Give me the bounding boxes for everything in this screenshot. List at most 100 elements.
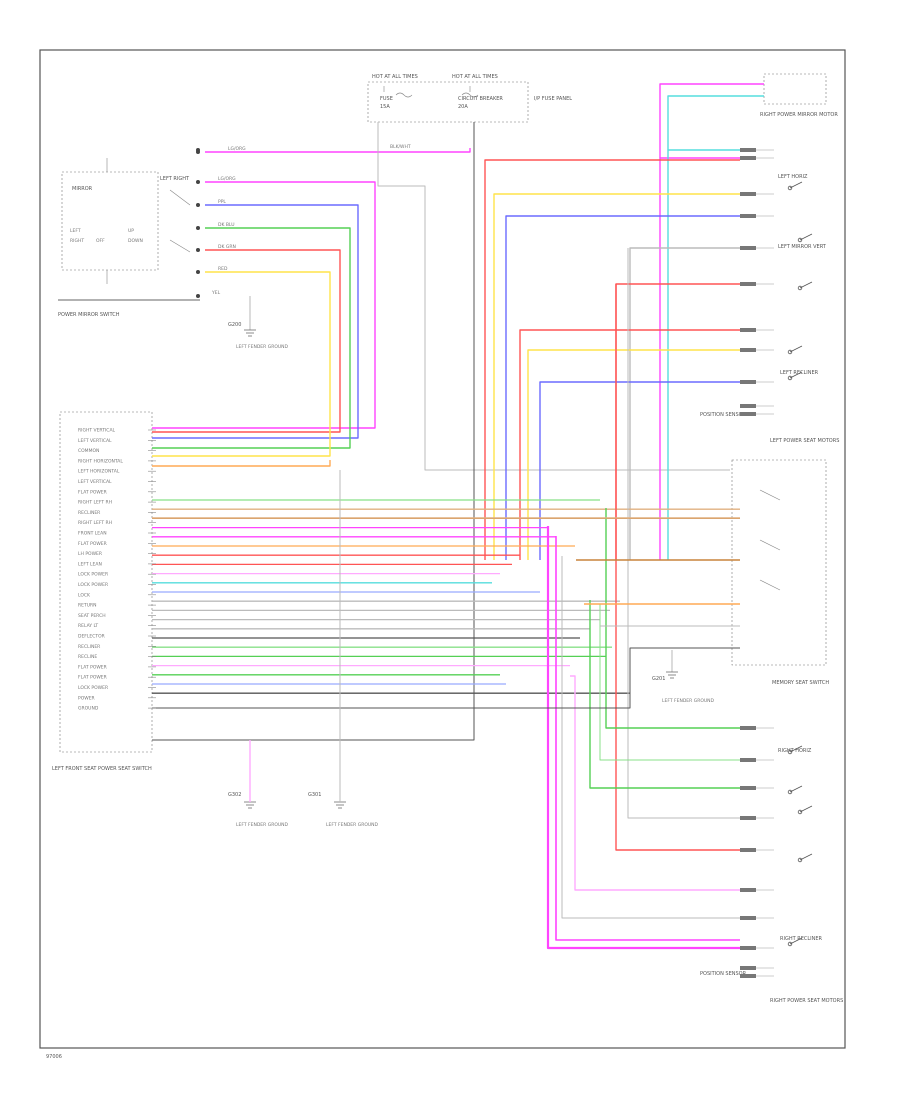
seat-switch-pin-label: LOCK POWER (78, 582, 108, 588)
seat-switch-pin-label: LOCK POWER (78, 685, 108, 691)
terminal-block (740, 946, 756, 950)
left-mirror-vert-label: LEFT MIRROR VERT (778, 244, 827, 250)
harness-wire-label: PPL (218, 199, 226, 205)
mirror-row-left: LEFT (70, 228, 81, 234)
terminal-block (740, 726, 756, 730)
mirror-select-label: LEFT RIGHT (160, 176, 190, 182)
seat-switch-pin-label: RETURN (78, 603, 97, 609)
motor-contact (797, 809, 803, 815)
motor-terminals (740, 148, 813, 978)
hot-label-2: HOT AT ALL TIMES (452, 74, 498, 80)
mirror-row-right: RIGHT (70, 238, 84, 244)
terminal-block (740, 974, 756, 978)
ground-g302-label: G302 (228, 792, 241, 798)
seat-switch-pin-label: FLAT POWER (78, 675, 107, 681)
terminal-block (740, 786, 756, 790)
breaker-label: CIRCUIT BREAKER (458, 96, 503, 102)
ground-g200-label: G200 (228, 322, 241, 328)
terminal-block (740, 888, 756, 892)
mirror-motor-label: RIGHT POWER MIRROR MOTOR (760, 112, 838, 118)
motor-contact-arm (799, 805, 813, 813)
mirror-row-up: UP (128, 228, 134, 234)
terminal-block (740, 404, 756, 408)
wire-yel-2 (527, 349, 740, 560)
harness-wire-label: LG/ORG (228, 146, 246, 152)
fuse-panel: HOT AT ALL TIMES HOT AT ALL TIMES FUSE 1… (367, 74, 572, 123)
terminal-block (740, 848, 756, 852)
wire-cyan-top (667, 149, 740, 560)
wire-red-3 (519, 329, 740, 560)
seat-switch-pin-label: LOCK POWER (78, 572, 108, 578)
motor-contact-arm (789, 785, 803, 793)
mirror-wire-blu (152, 204, 359, 439)
motor-contact (797, 857, 803, 863)
motor-contact (787, 749, 793, 755)
diagram-frame (39, 49, 846, 1049)
wire-gry-down (561, 556, 740, 919)
terminal-block (740, 148, 756, 152)
seat-switch-pin-label: RIGHT LEFT RH (78, 520, 112, 526)
terminal-block (740, 758, 756, 762)
right-recliner-label: RIGHT RECLINER (780, 936, 823, 942)
motor-contact (787, 375, 793, 381)
terminal-block (740, 156, 756, 160)
footer-code: 97006 (46, 1054, 62, 1060)
seat-switch-pin-label: LEFT LEAN (78, 561, 102, 567)
motor-contact (787, 185, 793, 191)
left-seat-motors-label: LEFT POWER SEAT MOTORS (770, 438, 839, 444)
splice-dot (196, 226, 200, 230)
harness-wire-label: YEL (211, 290, 221, 296)
harness-wire-label: DK BLU (218, 222, 235, 228)
breaker-rating: 20A (458, 104, 468, 110)
wire-red-1 (484, 159, 740, 560)
seat-switch-pin-label: LEFT VERTICAL (78, 479, 112, 485)
wire-blu-1 (505, 215, 740, 560)
mirror-wire-yel (152, 271, 331, 457)
seat-switch-pin-label: RECLINER (78, 644, 100, 650)
seat-switch-pin-label: RECLINER (78, 510, 100, 516)
fuse-panel-title: I/P FUSE PANEL (534, 96, 572, 102)
ground-g301-caption: LEFT FENDER GROUND (326, 822, 379, 828)
motor-contact (797, 237, 803, 243)
motor-contact-arm (799, 233, 813, 241)
motor-contact (797, 285, 803, 291)
wire-pink-top-ext (659, 83, 764, 158)
power-mirror-switch: LEFT RIGHT MIRROR UP DOWN LEFT RIGHT OFF… (58, 158, 200, 318)
seat-switch-pin-label: FLAT POWER (78, 541, 107, 547)
seat-switch-pin-label: RELAY LT (78, 623, 98, 629)
ground-g302-caption: LEFT FENDER GROUND (236, 822, 289, 828)
mirror-wire-org (152, 460, 331, 467)
seat-switch-pin-label: LEFT VERTICAL (78, 438, 112, 444)
seat-switch-pin-label: FLAT POWER (78, 664, 107, 670)
seat-switch-pin-label: LEFT HORIZONTAL (78, 469, 120, 475)
memory-seat-module: MEMORY SEAT SWITCH (731, 459, 829, 686)
mirror-caption: MIRROR (72, 186, 93, 192)
motor-contact-arm (789, 371, 803, 379)
harness-wire-label: BLK/WHT (390, 144, 411, 150)
wire-grn-down (605, 508, 740, 729)
seat-switch-pin-label: LOCK (78, 592, 91, 598)
terminal-block (740, 966, 756, 970)
mirror-wire-red (152, 249, 341, 433)
mirror-row-down: DOWN (128, 238, 143, 244)
fuse-label: FUSE (380, 96, 393, 102)
terminal-block (740, 412, 756, 416)
splice-dot (196, 294, 200, 298)
terminal-block (740, 246, 756, 250)
ground-g200: G200 LEFT FENDER GROUND (228, 296, 289, 350)
wire-cyan-top-ext (667, 95, 764, 150)
seat-switch-pin-label: RIGHT HORIZONTAL (78, 458, 123, 464)
motor-contact-arm (789, 181, 803, 189)
position-sensor-2: POSITION SENSOR (700, 971, 747, 977)
wire-grn-down-2 (589, 600, 740, 789)
splice-dot (196, 270, 200, 274)
motor-contact-arm (789, 745, 803, 753)
wire-pink-bus-1 (546, 526, 740, 950)
splice-dot (196, 248, 200, 252)
ground-g201-label: G201 (652, 676, 665, 682)
splice-dot (196, 148, 200, 152)
mirror-wire-ppl (152, 181, 376, 429)
seat-switch-pin-label: RIGHT VERTICAL (78, 428, 116, 434)
ground-g302: G302 LEFT FENDER GROUND (228, 740, 289, 828)
